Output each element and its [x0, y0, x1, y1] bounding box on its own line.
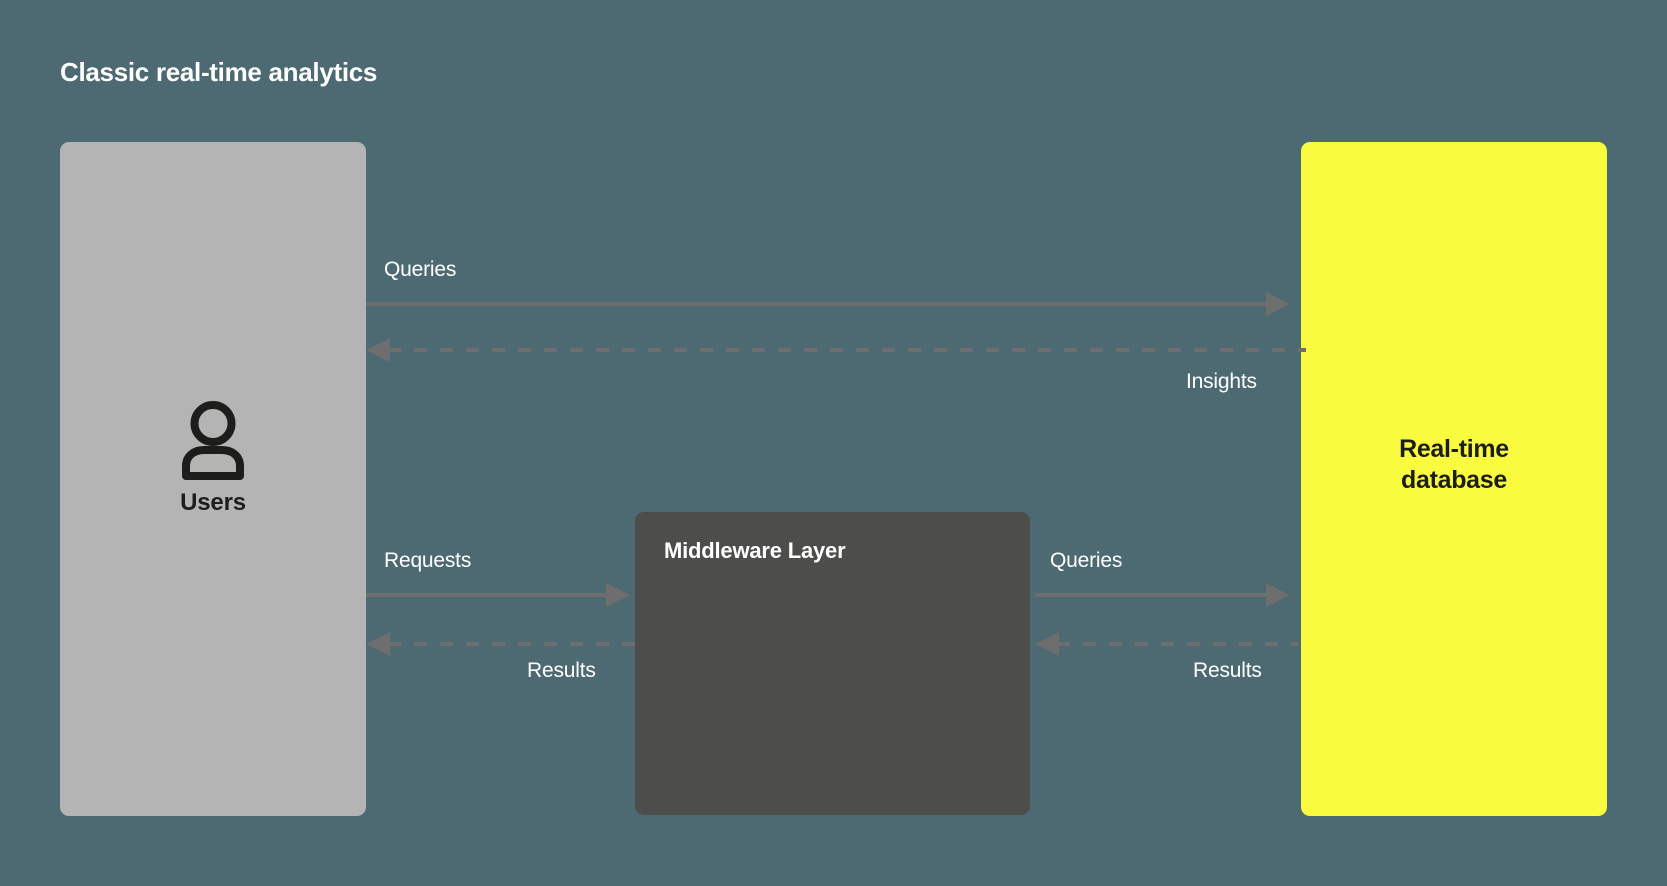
node-database-label-line1: Real-time [1399, 435, 1509, 463]
node-middleware[interactable]: Middleware Layer [635, 512, 1030, 815]
connector-results-left [366, 632, 638, 656]
page-title: Classic real-time analytics [60, 57, 378, 87]
node-database-label: Real-time database [1301, 434, 1607, 496]
connector-label-results-right: Results [1193, 659, 1262, 682]
connector-insights [366, 338, 1306, 362]
connector-label-queries-bottom: Queries [1050, 549, 1123, 572]
node-database-label-line2: database [1401, 466, 1507, 494]
connector-label-queries-top: Queries [384, 258, 457, 281]
node-users[interactable]: Users [60, 142, 366, 816]
connector-queries-bottom [1035, 583, 1290, 607]
users-node-content: Users [60, 400, 366, 517]
node-users-label: Users [180, 489, 246, 516]
connector-label-insights: Insights [1186, 370, 1257, 393]
connector-requests [366, 583, 630, 607]
connector-queries-top [366, 292, 1290, 316]
user-icon [182, 401, 244, 480]
connector-results-right [1035, 632, 1298, 656]
connector-label-results-left: Results [527, 659, 596, 682]
node-database[interactable]: Real-time database [1301, 142, 1607, 816]
node-middleware-label: Middleware Layer [664, 538, 846, 563]
connector-label-requests: Requests [384, 549, 472, 572]
